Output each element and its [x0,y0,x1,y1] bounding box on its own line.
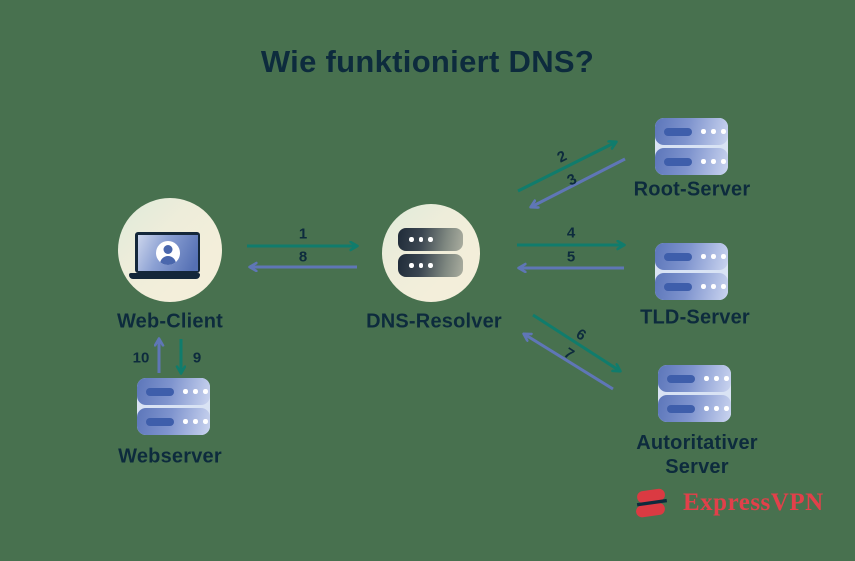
laptop-user-icon [129,232,201,279]
webserver-icon [137,378,210,435]
expressvpn-wings-icon [636,488,668,518]
tld-server-label: TLD-Server [640,306,750,329]
arrow-step-7 [524,334,614,391]
tld-server-icon [655,243,728,300]
expressvpn-wordmark: ExpressVPN [683,489,824,516]
arrow-label-4: 4 [566,224,576,242]
web-client-circle [118,198,222,302]
web-client-label: Web-Client [116,310,224,333]
authoritative-server-label: Autoritativer Server [636,432,758,478]
arrow-label-9: 9 [192,349,202,367]
page-title: Wie funktioniert DNS? [260,44,595,79]
root-server-label: Root-Server [633,178,751,201]
dark-server-rack-icon [398,228,463,277]
arrow-label-8: 8 [298,248,308,266]
root-server-icon [655,118,728,175]
dns-resolver-circle [382,204,480,302]
arrow-step-2 [517,142,616,193]
dns-resolver-label: DNS-Resolver [366,310,502,333]
webserver-label: Webserver [118,445,222,468]
authoritative-server-icon [658,365,731,422]
arrow-label-10: 10 [132,349,150,367]
expressvpn-logo: ExpressVPN [632,487,824,519]
arrow-label-1: 1 [298,225,308,243]
arrow-step-3 [531,157,626,207]
arrow-label-5: 5 [566,248,576,266]
user-avatar-icon [156,241,180,265]
arrow-step-6 [532,313,620,371]
